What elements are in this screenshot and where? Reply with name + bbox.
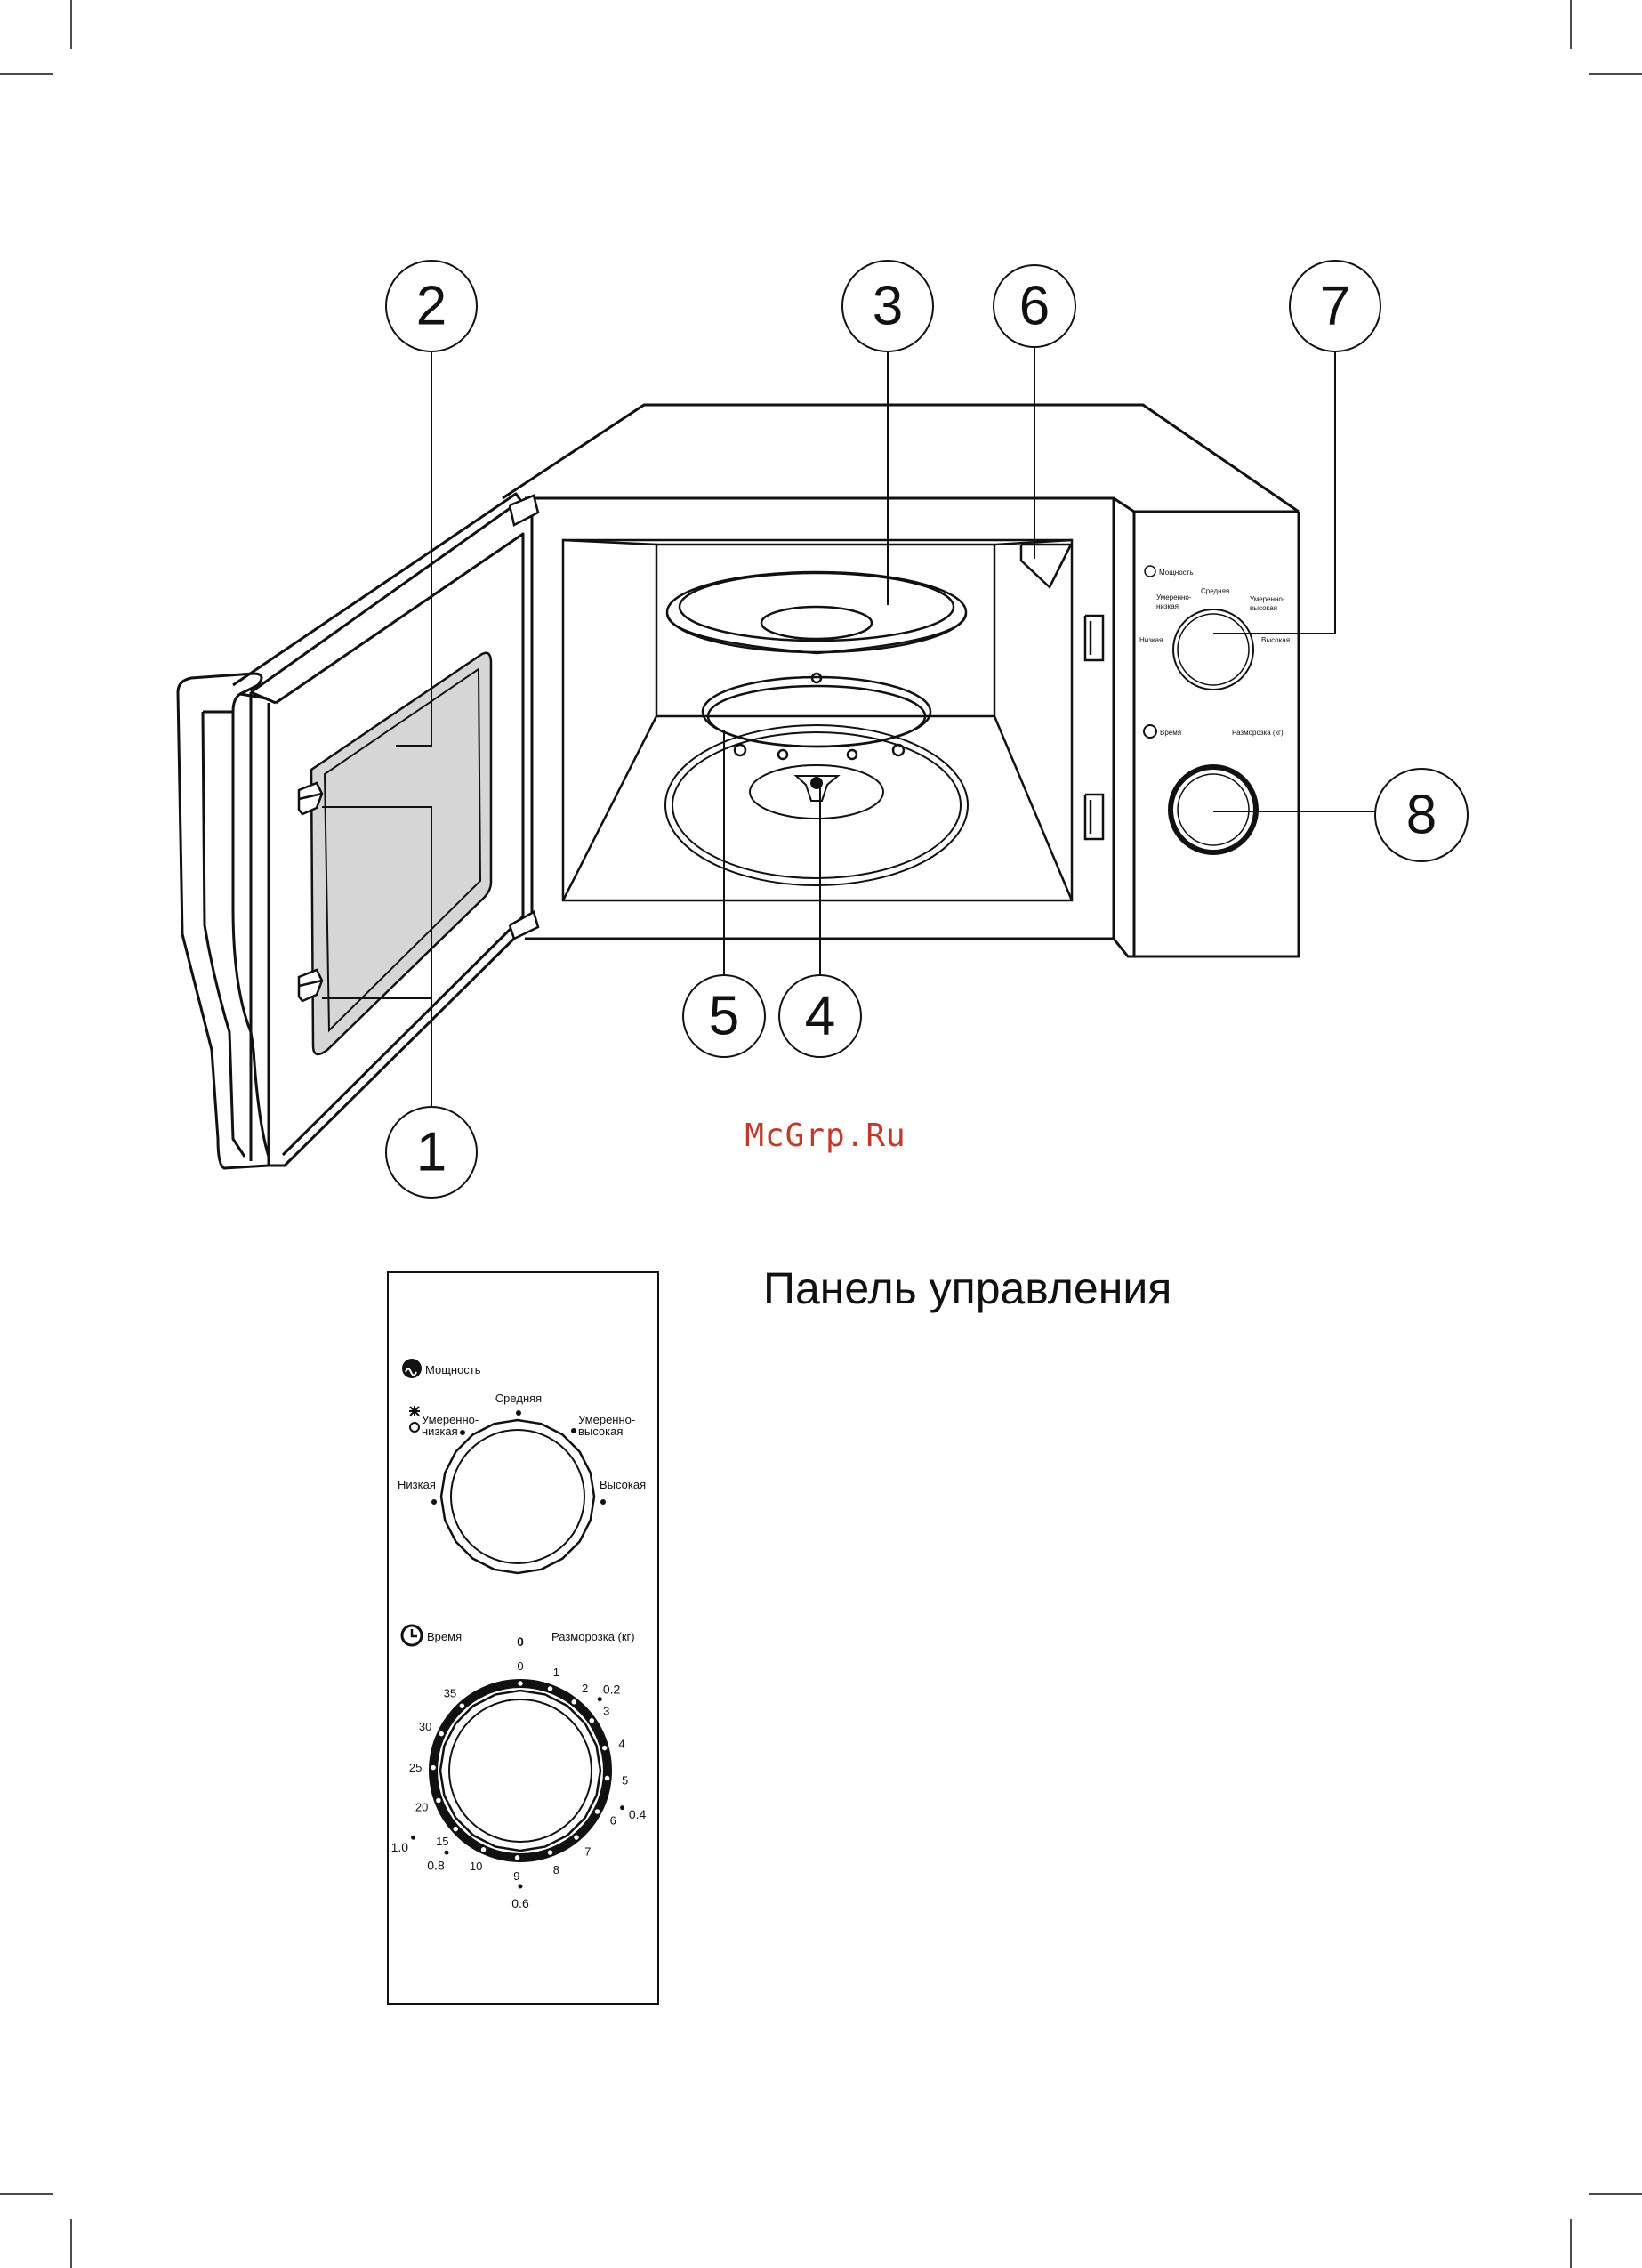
timer-tick-dot — [439, 1731, 445, 1737]
svg-text:3: 3 — [873, 276, 903, 337]
defrost-weight-label: 0.2 — [603, 1683, 621, 1697]
defrost-title: Разморозка (кг) — [551, 1630, 635, 1643]
callout-8: 8 — [1375, 769, 1468, 861]
svg-text:4: 4 — [805, 986, 835, 1047]
callout-2: 2 — [386, 261, 477, 351]
timer-tick-dot — [574, 1835, 580, 1841]
timer-minute-label: 0 — [517, 1659, 523, 1673]
defrost-weight-label: 0.4 — [629, 1807, 647, 1821]
callout-6: 6 — [994, 265, 1075, 347]
callout-1: 1 — [386, 1107, 477, 1198]
svg-text:Средняя: Средняя — [1201, 587, 1229, 595]
timer-tick-dot — [435, 1797, 441, 1804]
timer-title: Время — [427, 1630, 462, 1643]
timer-minute-label: 10 — [470, 1860, 482, 1873]
svg-text:Разморозка (кг): Разморозка (кг) — [1232, 729, 1284, 737]
timer-tick-dot — [571, 1699, 577, 1705]
power-level-med-low-2: низкая — [422, 1425, 458, 1438]
timer-minute-label: 5 — [622, 1773, 628, 1787]
timer-tick-dot — [431, 1764, 437, 1771]
door-window — [311, 653, 491, 1054]
power-level-med-high-2: высокая — [578, 1425, 623, 1438]
svg-text:5: 5 — [709, 986, 739, 1047]
waveguide-cover — [1021, 545, 1071, 587]
timer-tick-dot — [459, 1703, 465, 1709]
timer-minute-label: 25 — [409, 1761, 422, 1774]
timer-tick-dot — [518, 1681, 524, 1687]
oven-cavity — [563, 540, 1072, 900]
power-level-medium: Средняя — [495, 1392, 542, 1405]
timer-tick-dot — [601, 1745, 608, 1751]
svg-text:Умеренно-: Умеренно- — [1156, 593, 1192, 601]
svg-text:Время: Время — [1160, 729, 1181, 737]
defrost-weight-dot — [598, 1697, 602, 1701]
defrost-weight-label: 1.0 — [391, 1840, 409, 1854]
mini-control-panel: Мощность Средняя Умеренно- низкая Умерен… — [1139, 566, 1290, 852]
defrost-weight-dot — [519, 1885, 523, 1889]
svg-text:Мощность: Мощность — [1159, 569, 1193, 577]
timer-minute-label: 20 — [415, 1800, 428, 1813]
callout-4: 4 — [779, 975, 861, 1057]
turntable-coupler — [796, 776, 838, 801]
timer-tick-dot — [547, 1850, 553, 1856]
defrost-weight-dot — [411, 1836, 415, 1840]
timer-minute-label: 6 — [610, 1813, 616, 1827]
microwave-body — [503, 405, 1299, 956]
svg-text:2: 2 — [416, 276, 447, 337]
timer-tick-dot — [594, 1809, 600, 1815]
timer-minute-label: 4 — [618, 1738, 624, 1751]
timer-minute-label: 2 — [582, 1682, 588, 1695]
watermark: McGrp.Ru — [745, 1118, 906, 1154]
power-level-high: Высокая — [600, 1478, 646, 1491]
latch-slots — [1085, 616, 1103, 839]
timer-minute-label: 3 — [603, 1704, 609, 1717]
svg-text:Низкая: Низкая — [1139, 636, 1163, 644]
power-icon — [402, 1359, 422, 1378]
timer-tick-dot — [514, 1854, 520, 1860]
timer-tick-dot — [480, 1846, 487, 1852]
timer-minute-label: 8 — [553, 1863, 559, 1877]
callout-3: 3 — [842, 261, 933, 351]
timer-tick-dot — [589, 1717, 595, 1723]
svg-text:Умеренно-: Умеренно- — [1250, 595, 1285, 603]
svg-text:низкая: низкая — [1156, 602, 1179, 610]
panel-title: Панель управления — [763, 1263, 1171, 1313]
timer-tick-dot — [604, 1775, 610, 1781]
timer-minute-label: 15 — [436, 1835, 448, 1848]
power-title: Мощность — [425, 1363, 481, 1376]
timer-minute-label: 9 — [513, 1869, 519, 1883]
timer-minute-label: 35 — [444, 1686, 456, 1699]
svg-text:7: 7 — [1320, 276, 1350, 337]
turntable-floor — [665, 725, 968, 885]
svg-text:Высокая: Высокая — [1261, 636, 1290, 644]
timer-minute-label: 7 — [584, 1844, 591, 1858]
power-level-low: Низкая — [398, 1478, 436, 1491]
defrost-weight-label: 0.6 — [511, 1896, 529, 1910]
glass-tray — [667, 572, 966, 653]
defrost-weight-label: 0.8 — [427, 1859, 445, 1873]
callout-5: 5 — [683, 975, 765, 1057]
svg-text:1: 1 — [416, 1122, 447, 1183]
timer-minute-label: 30 — [419, 1720, 431, 1733]
svg-text:6: 6 — [1019, 276, 1050, 337]
defrost-weight-dot — [620, 1805, 624, 1810]
callout-7: 7 — [1290, 261, 1380, 351]
svg-text:высокая: высокая — [1250, 604, 1277, 612]
timer-tick-dot — [547, 1685, 553, 1691]
svg-text:8: 8 — [1406, 785, 1437, 846]
timer-minute-label: 1 — [553, 1666, 559, 1679]
timer-tick-dot — [453, 1826, 459, 1832]
timer-top-zero: 0 — [517, 1634, 524, 1649]
defrost-weight-dot — [445, 1851, 449, 1855]
control-panel: Мощность Средняя Умеренно- низкая Умерен… — [388, 1272, 658, 2004]
